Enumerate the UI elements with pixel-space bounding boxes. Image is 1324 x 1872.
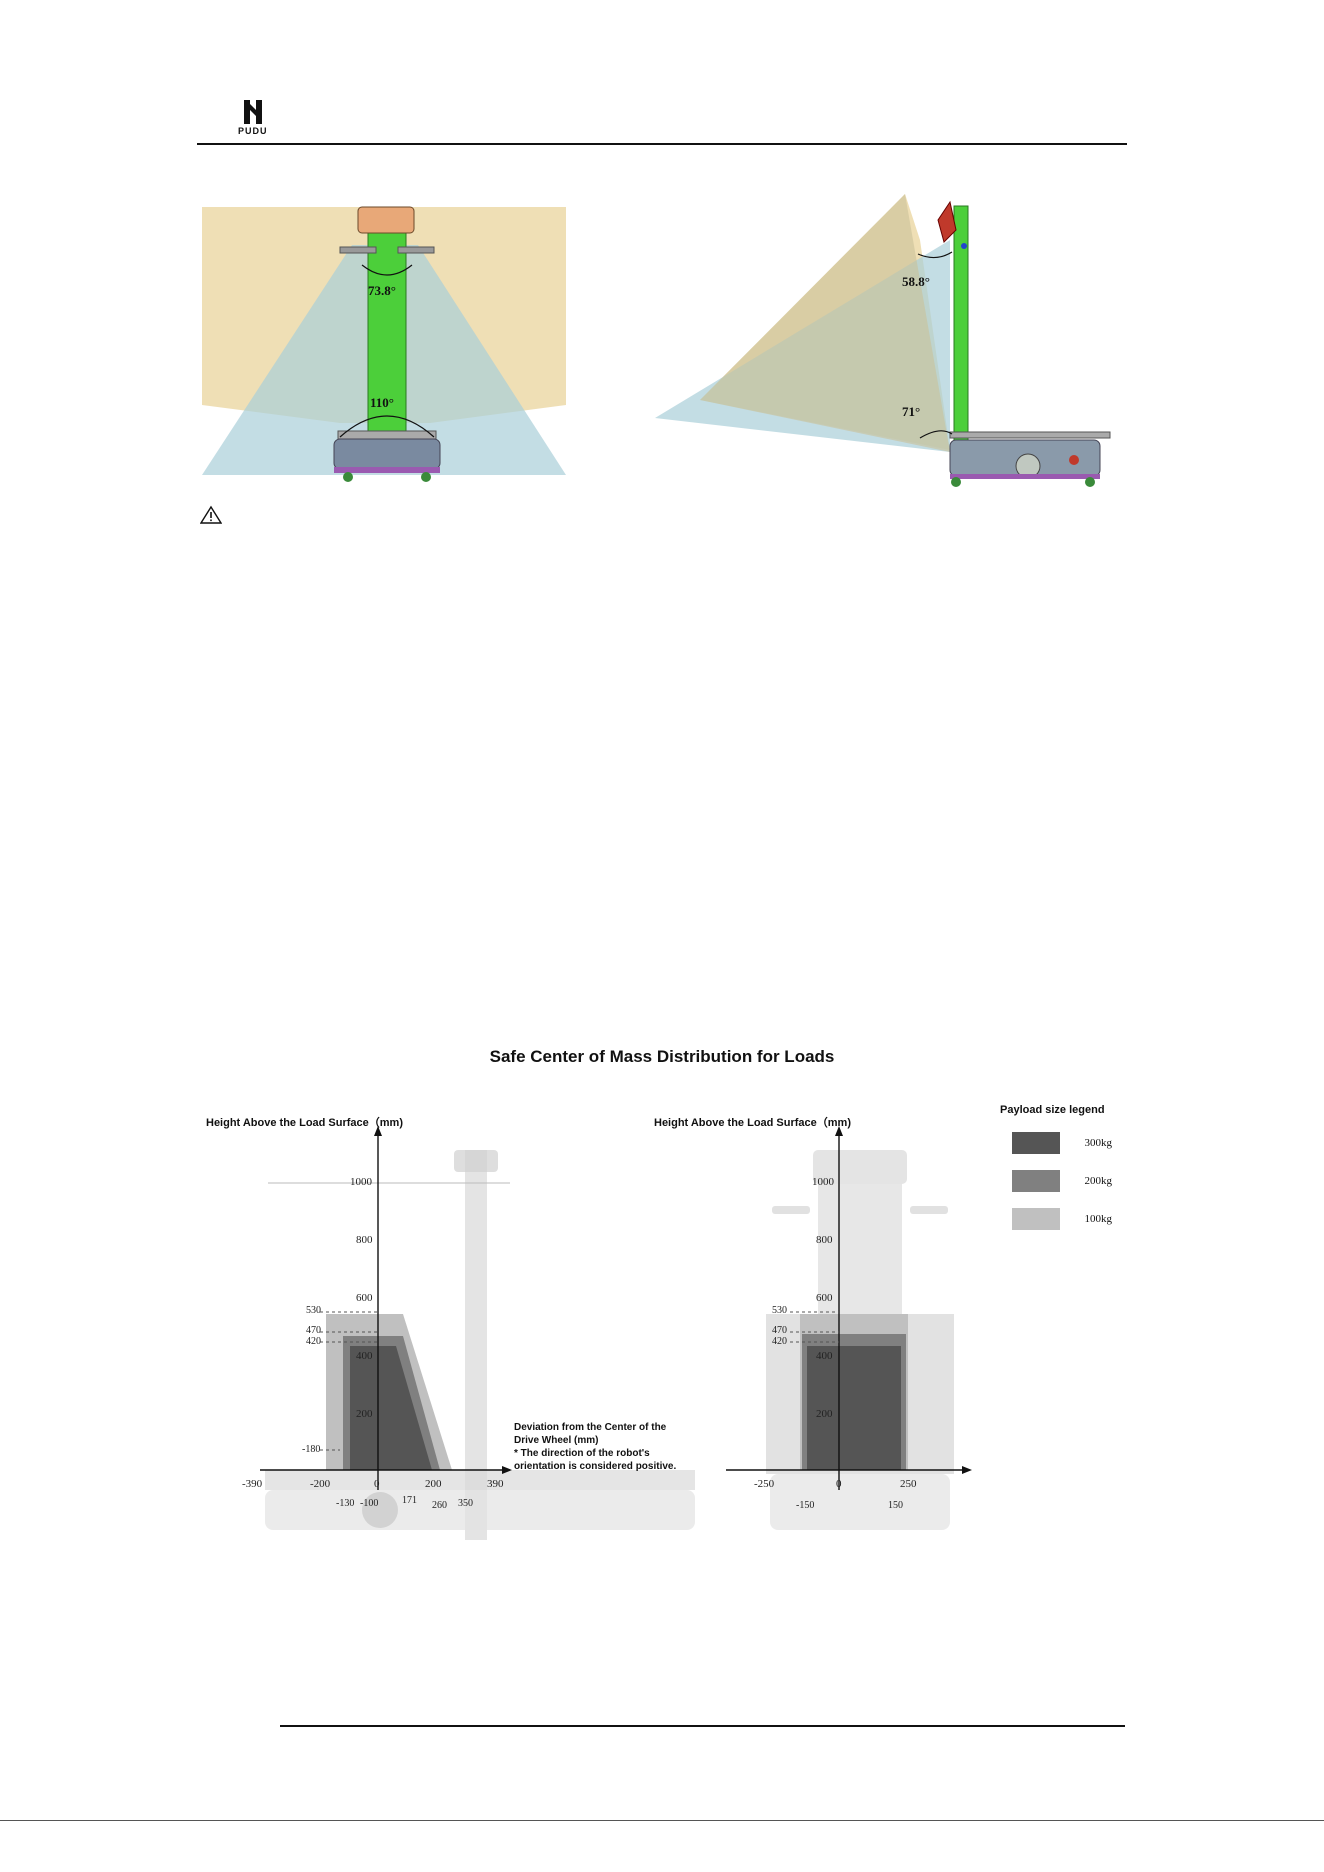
legend-item: 100kg — [1012, 1208, 1112, 1230]
pudu-logo: PUDU — [236, 98, 276, 138]
right-xtick: 250 — [900, 1478, 917, 1490]
left-xtick: 390 — [487, 1478, 504, 1490]
legend-item: 200kg — [1012, 1170, 1112, 1192]
legend-title: Payload size legend — [1000, 1104, 1105, 1116]
legend-swatch-100kg — [1012, 1208, 1060, 1230]
left-xlabel-line2: Drive Wheel (mm) — [514, 1435, 599, 1446]
legend-label: 200kg — [1084, 1175, 1112, 1187]
right-com-chart: Height Above the Load Surface（mm) 1000 8… — [650, 1110, 990, 1540]
left-ytick: 600 — [356, 1292, 373, 1304]
right-ymark: 530 — [772, 1305, 787, 1316]
right-xtick: -250 — [754, 1478, 775, 1490]
logo-text: PUDU — [238, 126, 268, 136]
left-xmark: -100 — [360, 1498, 379, 1509]
front-sensor-figure: 73.8° 110° — [200, 195, 570, 485]
left-xmark: 350 — [458, 1498, 473, 1509]
left-xmark: 260 — [432, 1500, 447, 1511]
left-ymark: 470 — [306, 1325, 321, 1336]
left-xtick: 200 — [425, 1478, 442, 1490]
legend-swatch-300kg — [1012, 1132, 1060, 1154]
chart-title: Safe Center of Mass Distribution for Loa… — [489, 1047, 835, 1066]
side-bottom-angle: 71° — [902, 404, 921, 419]
front-bottom-angle: 110° — [370, 395, 394, 410]
legend-swatch-200kg — [1012, 1170, 1060, 1192]
right-xtick: 0 — [836, 1478, 842, 1490]
legend-label: 100kg — [1084, 1213, 1112, 1225]
legend-item: 300kg — [1012, 1132, 1112, 1154]
left-xtick: 0 — [374, 1478, 380, 1490]
warning-icon — [199, 505, 223, 525]
right-ymark: 420 — [772, 1336, 787, 1347]
left-xlabel-line1: Deviation from the Center of the — [514, 1422, 667, 1433]
right-ymark: 470 — [772, 1325, 787, 1336]
footer-rule — [280, 1725, 1125, 1727]
front-top-angle: 73.8° — [368, 283, 396, 298]
right-ytick: 600 — [816, 1292, 833, 1304]
right-ylabel: Height Above the Load Surface（mm) — [654, 1117, 852, 1129]
left-xtick: -200 — [310, 1478, 331, 1490]
right-xmark: -150 — [796, 1500, 815, 1511]
left-ymark: -180 — [302, 1444, 321, 1455]
left-xmark: 171 — [402, 1495, 417, 1506]
left-xmark: -130 — [336, 1498, 355, 1509]
header-rule — [197, 143, 1127, 145]
left-ytick: 200 — [356, 1408, 373, 1420]
left-ymark: 420 — [306, 1336, 321, 1347]
page-bottom-rule — [0, 1820, 1324, 1821]
right-ytick: 400 — [816, 1350, 833, 1362]
right-ytick: 200 — [816, 1408, 833, 1420]
right-ytick: 800 — [816, 1234, 833, 1246]
right-xmark: 150 — [888, 1500, 903, 1511]
left-ylabel: Height Above the Load Surface（mm) — [206, 1117, 404, 1129]
left-com-chart: Height Above the Load Surface（mm) 1000 8… — [200, 1110, 720, 1580]
payload-legend: Payload size legend 300kg 200kg 100kg — [1000, 1104, 1124, 1244]
right-ytick: 1000 — [812, 1176, 834, 1188]
side-top-angle: 58.8° — [902, 274, 930, 289]
left-xlabel-note2: orientation is considered positive. — [514, 1461, 677, 1472]
left-xlabel-note1: * The direction of the robot's — [514, 1448, 650, 1459]
left-xtick: -390 — [242, 1478, 263, 1490]
left-ytick: 400 — [356, 1350, 373, 1362]
side-sensor-figure: 58.8° 71° — [650, 190, 1120, 490]
left-ymark: 530 — [306, 1305, 321, 1316]
legend-label: 300kg — [1084, 1137, 1112, 1149]
pudu-logo-icon — [244, 100, 262, 124]
left-ytick: 1000 — [350, 1176, 372, 1188]
left-ytick: 800 — [356, 1234, 373, 1246]
